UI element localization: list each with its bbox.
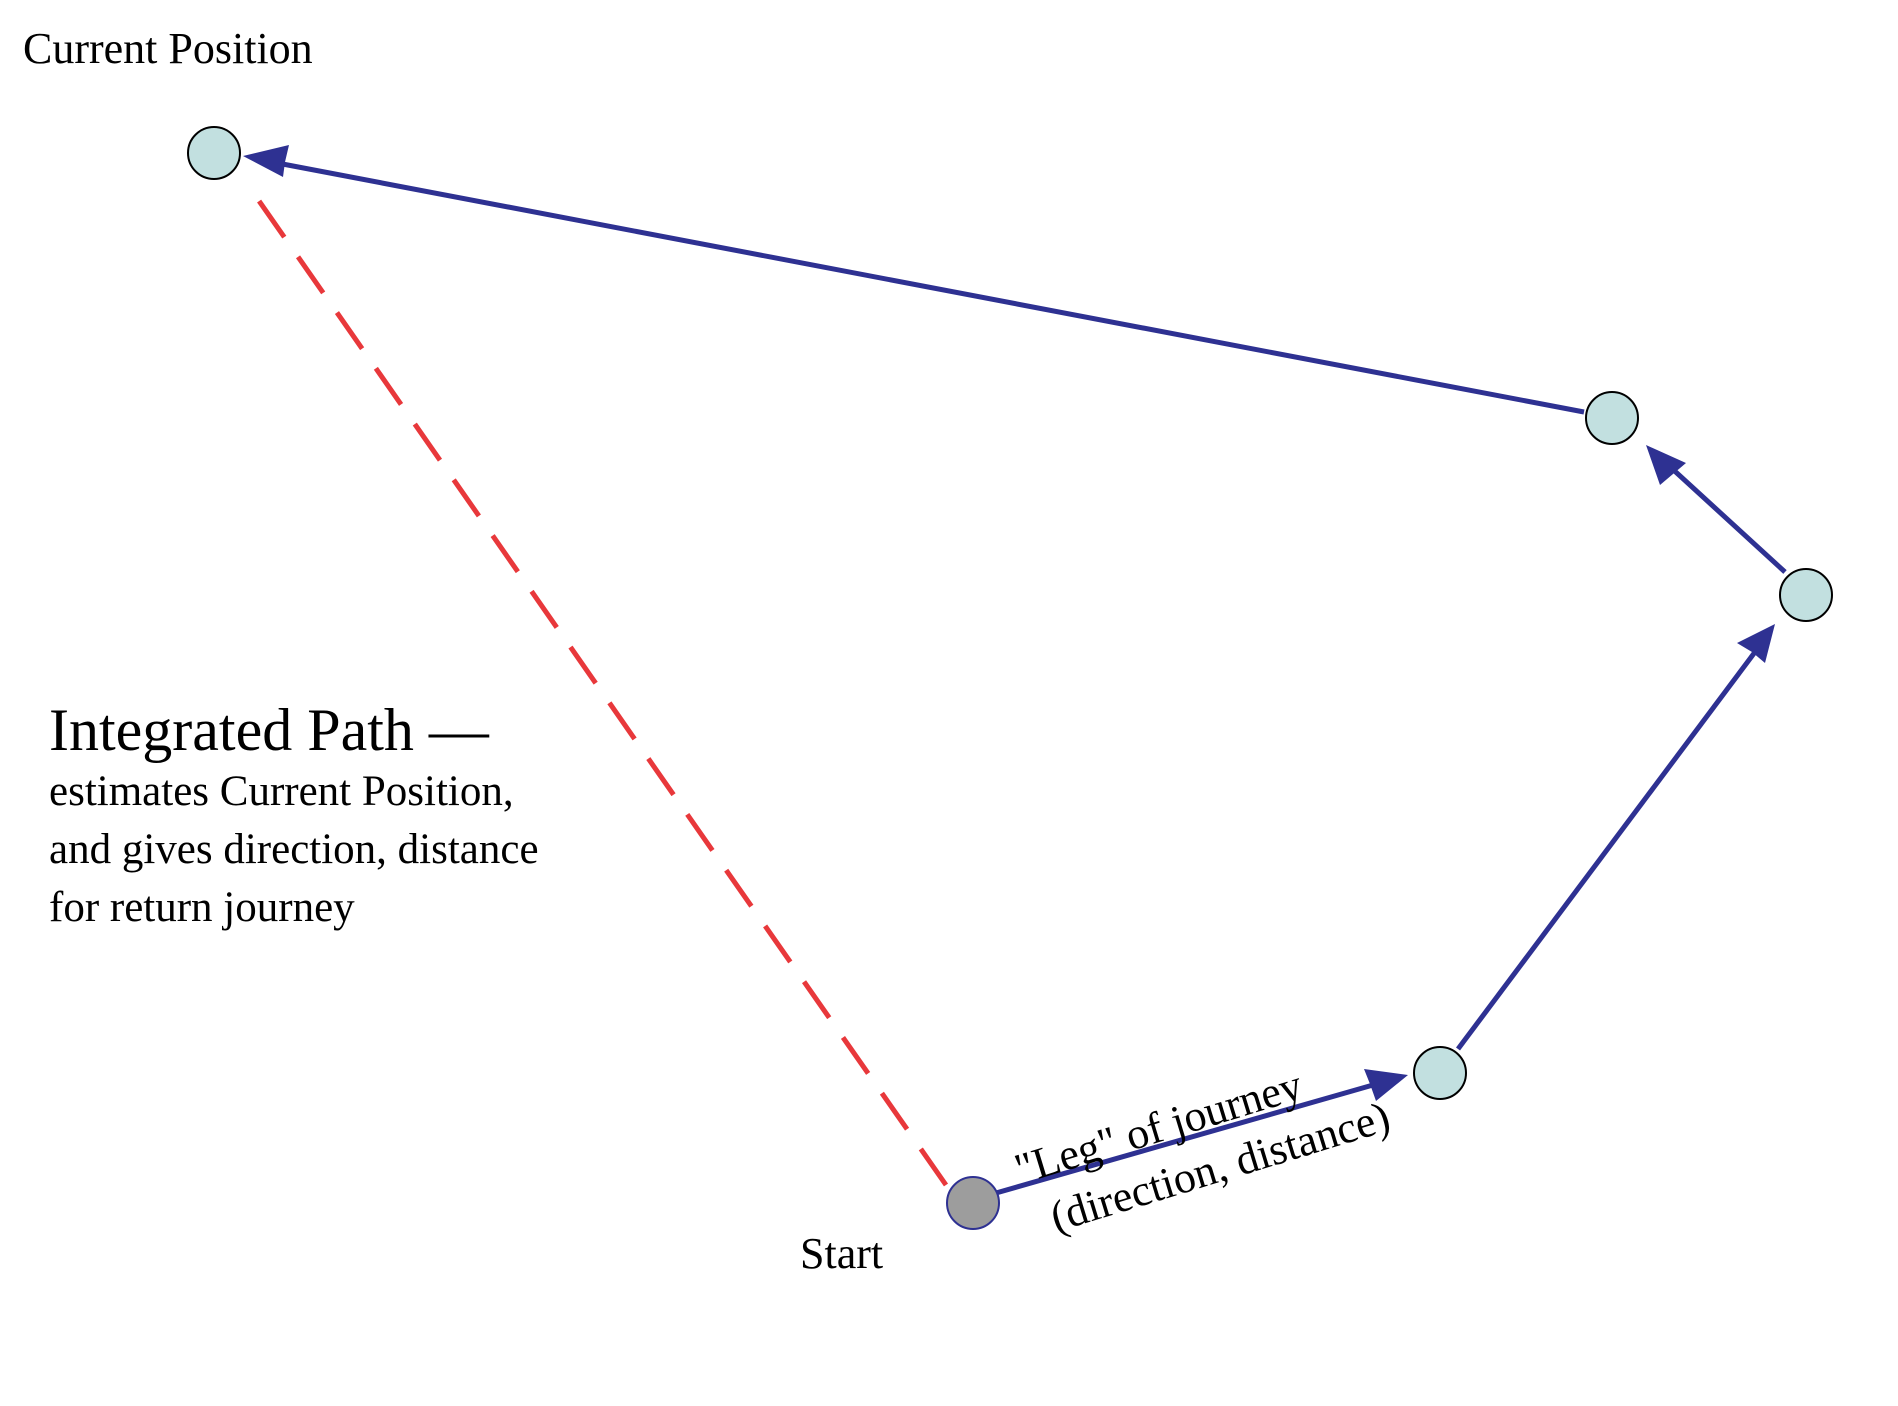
integrated-path-line-3: for return journey bbox=[49, 884, 355, 931]
current-position-label: Current Position bbox=[23, 24, 313, 73]
leg-3-arrow bbox=[1646, 445, 1787, 574]
leg-2-arrow bbox=[1455, 624, 1775, 1051]
journey-legs bbox=[243, 145, 1787, 1196]
leg-1-arrow bbox=[995, 1069, 1408, 1196]
integrated-path-line bbox=[247, 186, 949, 1187]
integrated-path-line-1: estimates Current Position, bbox=[49, 768, 514, 815]
start-node bbox=[946, 1176, 1000, 1230]
integrated-path-heading: Integrated Path — bbox=[49, 697, 489, 763]
waypoint-node-1 bbox=[1413, 1046, 1467, 1100]
waypoint-node-3 bbox=[1585, 391, 1639, 445]
current-position-node bbox=[187, 126, 241, 180]
integrated-path-caption: Integrated Path — estimates Current Posi… bbox=[49, 700, 539, 944]
waypoint-node-2 bbox=[1779, 568, 1833, 622]
integrated-path-line-2: and gives direction, distance bbox=[49, 826, 539, 873]
leg-4-arrow bbox=[243, 145, 1585, 415]
start-label: Start bbox=[800, 1229, 884, 1278]
